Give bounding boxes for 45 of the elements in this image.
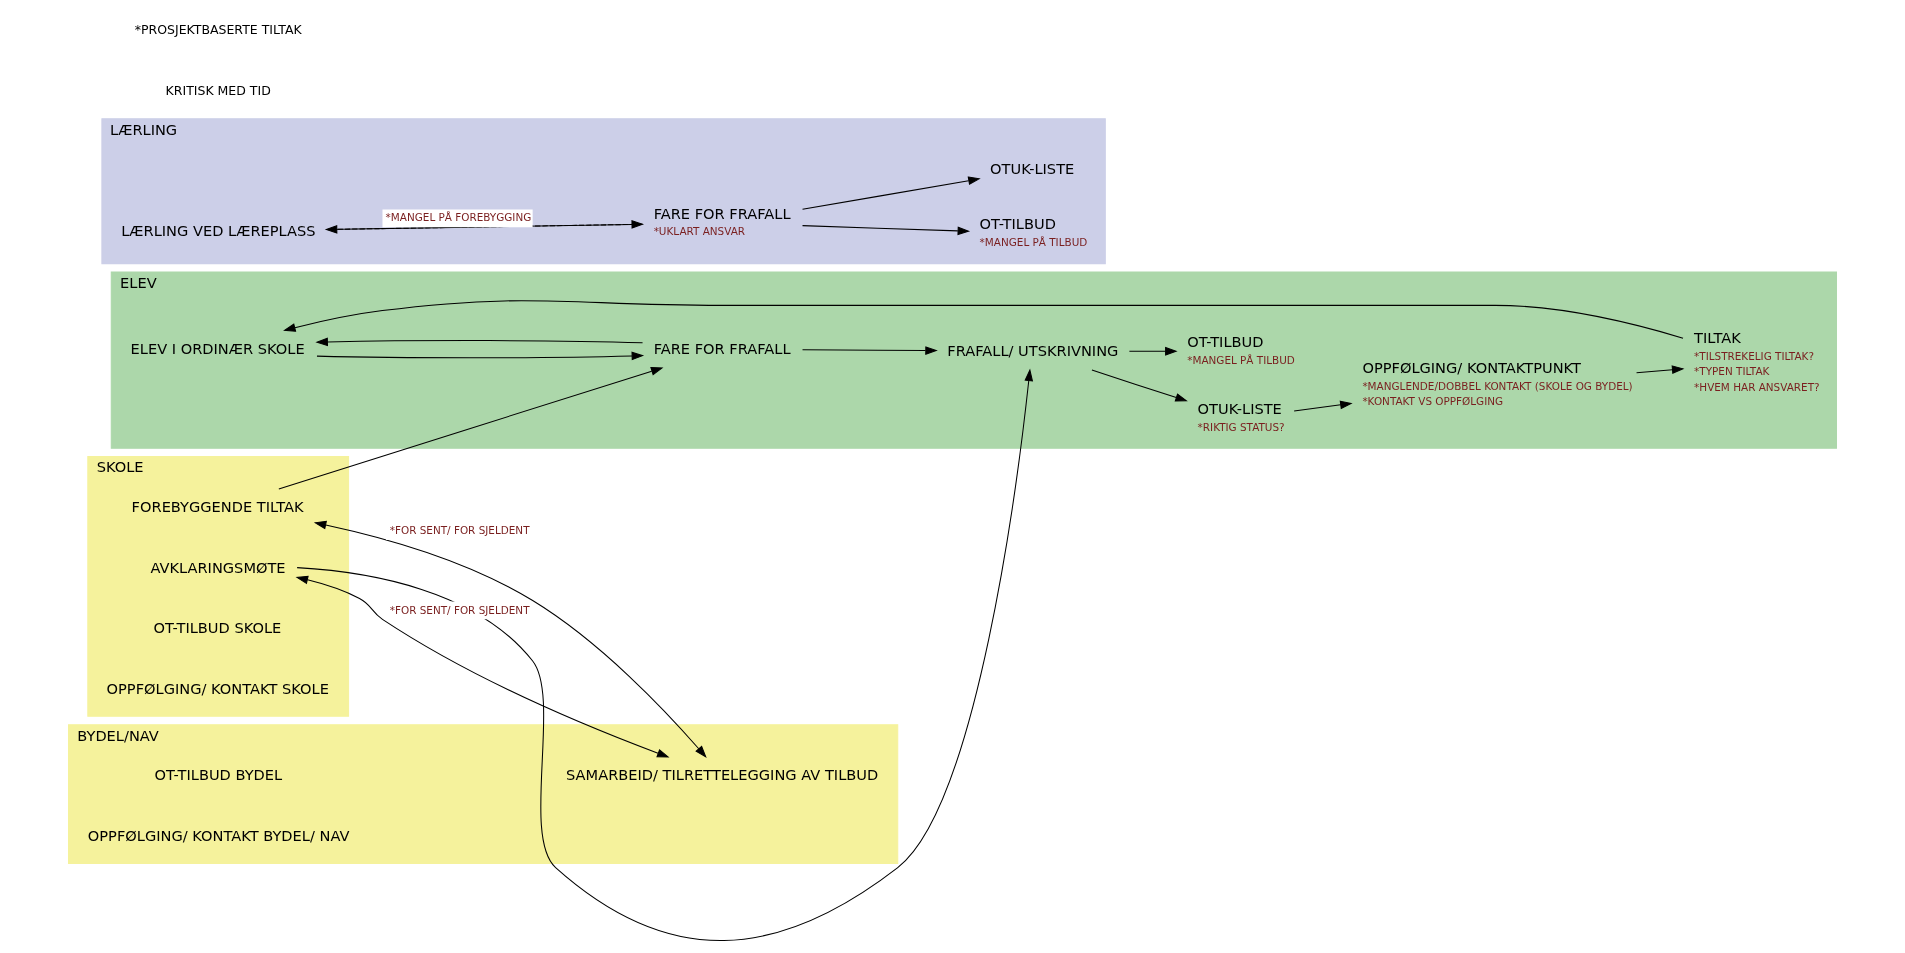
node-text: SAMARBEID/ TILRETTELEGGING AV TILBUD xyxy=(566,766,879,784)
node-text: OTUK-LISTE xyxy=(1197,400,1282,418)
node-text: OPPFØLGING/ KONTAKT SKOLE xyxy=(106,679,329,697)
node-text: LÆRLING VED LÆREPLASS xyxy=(121,221,316,239)
arrow xyxy=(316,351,645,361)
arrow xyxy=(278,367,664,490)
node-text: OTUK-LISTE xyxy=(990,160,1075,178)
arrow xyxy=(315,337,644,347)
node-text: OT-TILBUD BYDEL xyxy=(154,766,283,784)
edge-label: *MANGEL PÅ FOREBYGGING xyxy=(385,211,532,224)
node-label: *RIKTIG STATUS? xyxy=(1197,420,1285,433)
node-label: *UKLART ANSVAR xyxy=(653,225,746,238)
arrow xyxy=(283,300,1684,339)
node-label: *HVEM HAR ANSVARET? xyxy=(1694,380,1820,393)
node-text: FOREBYGGENDE TILTAK xyxy=(131,498,304,516)
node-text: OT-TILBUD SKOLE xyxy=(153,619,282,637)
arrow xyxy=(295,575,670,758)
node-text: TILTAK xyxy=(1694,329,1741,347)
arrow xyxy=(1091,369,1188,402)
arrow xyxy=(802,225,971,236)
node-label: *TILSTREKELIG TILTAK? xyxy=(1694,349,1814,362)
node-text: FARE FOR FRAFALL xyxy=(653,204,791,222)
edge-label: *FOR SENT/ FOR SJELDENT xyxy=(389,524,530,537)
node-label: *KONTAKT VS OPPFØLGING xyxy=(1362,395,1504,408)
label: KRITISK MED TID xyxy=(165,82,271,98)
node-text: OT-TILBUD xyxy=(1187,333,1264,351)
node-text: OPPFØLGING/ KONTAKT BYDEL/ NAV xyxy=(87,826,350,844)
node-label: *MANGEL PÅ TILBUD xyxy=(1187,353,1295,366)
node-text: FARE FOR FRAFALL xyxy=(653,339,791,357)
arrow xyxy=(1293,400,1353,412)
arrow xyxy=(1128,346,1178,356)
node-text: OT-TILBUD xyxy=(979,215,1056,233)
arrow xyxy=(802,346,938,355)
arrow xyxy=(296,368,1034,941)
edge-label: *FOR SENT/ FOR SJELDENT xyxy=(389,603,530,616)
node-text: FRAFALL/ UTSKRIVNING xyxy=(947,341,1119,359)
node-text: AVKLARINGSMØTE xyxy=(150,558,286,576)
arrow xyxy=(1636,365,1685,375)
arrow xyxy=(802,176,981,210)
node-text: OPPFØLGING/ KONTAKTPUNKT xyxy=(1362,359,1581,377)
node-label: *TYPEN TILTAK xyxy=(1694,365,1770,378)
node-label: *MANGEL PÅ TILBUD xyxy=(979,235,1088,248)
node-label: *MANGLENDE/DOBBEL KONTAKT (SKOLE OG BYDEL) xyxy=(1362,379,1633,392)
node-text: ELEV I ORDINÆR SKOLE xyxy=(130,339,305,357)
label: *PROSJEKTBASERTE TILTAK xyxy=(134,22,302,38)
